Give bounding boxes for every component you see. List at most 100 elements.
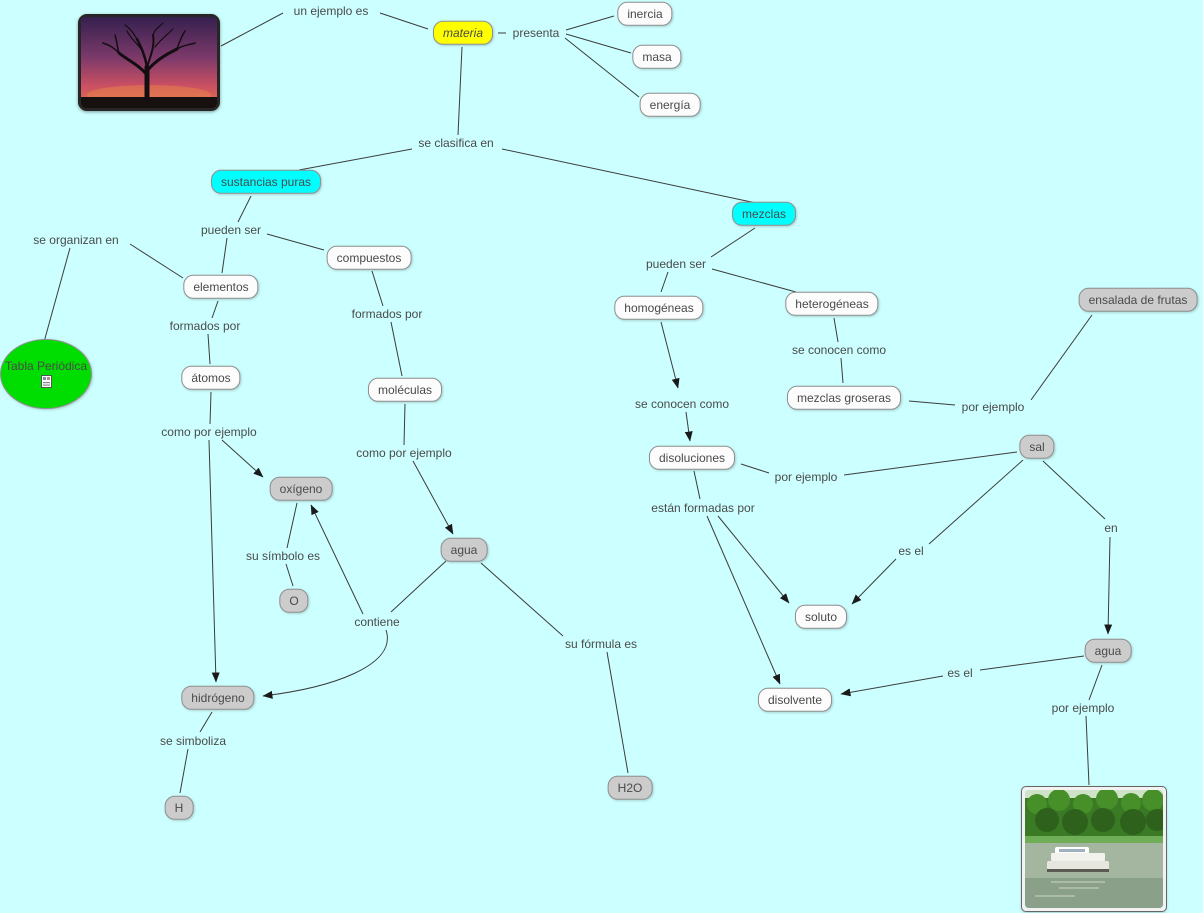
connector-line	[285, 563, 294, 587]
connector-line	[660, 321, 680, 389]
concept-h2o[interactable]: H2O	[607, 775, 653, 801]
concept-o[interactable]: O	[279, 588, 309, 614]
concept-atomos[interactable]: átomos	[181, 365, 241, 391]
sunset-tree-image	[81, 17, 217, 108]
link-label-estan-formadas-por[interactable]: están formadas por	[649, 501, 757, 515]
connector-line	[211, 300, 219, 319]
connector-line	[1030, 314, 1093, 401]
concept-label: Tabla Periódica	[4, 358, 88, 373]
concept-disolvente[interactable]: disolvente	[757, 687, 833, 713]
concept-hidrogeno[interactable]: hidrógeno	[181, 685, 255, 711]
concept-oxigeno[interactable]: oxígeno	[269, 476, 333, 502]
concept-masa[interactable]: masa	[632, 44, 682, 70]
connector-line	[221, 439, 264, 478]
link-label-su-formula-es[interactable]: su fórmula es	[562, 637, 640, 651]
connector-line	[833, 317, 839, 343]
link-label-como-por-ejemplo-centro[interactable]: como por ejemplo	[354, 446, 454, 460]
connector-line	[565, 33, 632, 54]
concept-inercia[interactable]: inercia	[617, 1, 673, 27]
connector-line	[412, 460, 454, 535]
concept-compuestos[interactable]: compuestos	[326, 245, 412, 271]
link-label-como-por-ejemplo-izq[interactable]: como por ejemplo	[159, 425, 259, 439]
concept-agua-left[interactable]: agua	[440, 537, 488, 563]
connector-line	[457, 46, 463, 136]
link-label-su-simbolo-es[interactable]: su símbolo es	[243, 549, 323, 563]
concept-soluto[interactable]: soluto	[794, 604, 848, 630]
concept-agua-right[interactable]: agua	[1084, 638, 1132, 664]
connector-line	[403, 403, 406, 446]
concept-sustancias-puras[interactable]: sustancias puras	[210, 169, 322, 195]
link-label-por-ejemplo-ensalada[interactable]: por ejemplo	[959, 400, 1027, 414]
sunset-tree-photo[interactable]	[78, 14, 220, 111]
link-label-formados-por-centro[interactable]: formados por	[349, 307, 425, 321]
river-boat-photo[interactable]	[1021, 786, 1167, 912]
connector-line	[379, 12, 429, 30]
connector-line	[843, 451, 1018, 476]
connector-line	[710, 227, 756, 258]
link-label-se-conocen-como-het[interactable]: se conocen como	[789, 343, 889, 357]
link-label-por-ejemplo-sal[interactable]: por ejemplo	[772, 470, 840, 484]
connector-line	[565, 15, 615, 31]
concept-materia[interactable]: materia	[432, 20, 494, 46]
link-label-se-conocen-como-hom[interactable]: se conocen como	[632, 397, 732, 411]
link-label-se-clasifica-en[interactable]: se clasifica en	[416, 136, 496, 150]
link-label-en[interactable]: en	[1102, 521, 1120, 535]
connector-line	[1085, 715, 1090, 786]
connector-line	[129, 243, 184, 279]
link-label-presenta[interactable]: presenta	[510, 26, 562, 40]
concept-tabla-periodica[interactable]: Tabla Periódica	[0, 339, 92, 409]
concept-h[interactable]: H	[164, 795, 194, 821]
link-label-pueden-ser-izq[interactable]: pueden ser	[198, 223, 264, 237]
connector-line	[371, 270, 384, 307]
connector-line	[564, 37, 640, 98]
link-label-un-ejemplo-es[interactable]: un ejemplo es	[291, 4, 371, 18]
connector-line	[1088, 664, 1103, 701]
connector-line	[179, 748, 189, 794]
concept-disoluciones[interactable]: disoluciones	[648, 445, 736, 471]
connector-line	[480, 562, 564, 637]
connector-line	[684, 411, 693, 442]
connector-line	[209, 391, 212, 425]
connector-line	[1104, 536, 1113, 635]
connector-line	[606, 651, 629, 774]
concept-elementos[interactable]: elementos	[183, 274, 259, 300]
connector-line	[706, 515, 781, 685]
link-label-formados-por-izq[interactable]: formados por	[167, 319, 243, 333]
link-label-se-organizan-en[interactable]: se organizan en	[31, 233, 121, 247]
connector-line	[221, 237, 228, 274]
link-label-se-simboliza[interactable]: se simboliza	[157, 734, 229, 748]
connector-line	[660, 271, 669, 293]
concept-mezclas[interactable]: mezclas	[731, 201, 797, 227]
link-label-es-el-disolvente[interactable]: es el	[945, 666, 975, 680]
connector-line	[740, 463, 770, 474]
connector-line	[286, 502, 298, 549]
concept-ensalada-de-frutas[interactable]: ensalada de frutas	[1078, 287, 1198, 313]
connector-line	[310, 504, 364, 615]
connector-line	[717, 515, 790, 604]
concept-mezclas-groseras[interactable]: mezclas groseras	[786, 385, 902, 411]
concept-energia[interactable]: energía	[639, 92, 701, 118]
concept-heterogeneas[interactable]: heterogéneas	[785, 291, 879, 317]
connector-line	[207, 333, 211, 365]
connector-line	[851, 558, 897, 605]
concept-sal[interactable]: sal	[1019, 434, 1055, 460]
connector-line	[390, 321, 403, 377]
connector-line	[501, 148, 757, 204]
connector-line	[979, 655, 1085, 671]
connector-line	[199, 711, 213, 733]
connector-line	[208, 439, 220, 683]
connector-line	[298, 148, 413, 171]
link-label-es-el-soluto[interactable]: es el	[896, 544, 926, 558]
connector-line	[908, 400, 956, 406]
resource-icon[interactable]	[40, 375, 52, 389]
concept-homogeneas[interactable]: homogéneas	[614, 295, 704, 321]
concept-moleculas[interactable]: moléculas	[367, 377, 443, 403]
link-label-por-ejemplo-agua[interactable]: por ejemplo	[1049, 701, 1117, 715]
connector-line	[693, 470, 701, 500]
link-label-pueden-ser-der[interactable]: pueden ser	[643, 257, 709, 271]
connector-line	[1042, 460, 1106, 520]
connector-line	[711, 268, 797, 293]
link-label-contiene[interactable]: contiene	[352, 615, 402, 629]
connector-line	[266, 233, 325, 251]
